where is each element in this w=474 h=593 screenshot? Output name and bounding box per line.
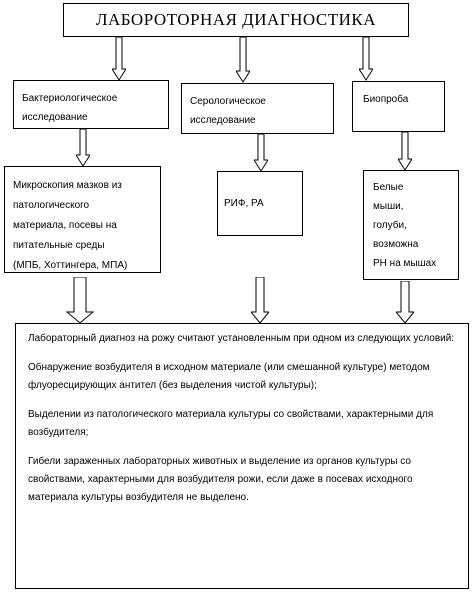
box-text-line: Биопроба xyxy=(363,94,409,105)
box-text-line: материала, посевы на xyxy=(13,220,117,231)
box-text-line: возможна xyxy=(373,239,419,250)
criteria-intro: Лабораторный диагноз на рожу считают уст… xyxy=(28,333,455,344)
criteria-item: Гибели зараженных лабораторных животных … xyxy=(28,456,413,503)
arrow-down-icon xyxy=(254,134,268,172)
arrow-down-icon xyxy=(112,37,126,81)
bacteriological-study-box: Бактериологическое исследование xyxy=(13,80,169,129)
box-text-line: исследование xyxy=(22,112,88,123)
lab-animals-box: Белые мыши, голуби, возможна РН на мышах xyxy=(363,170,459,280)
box-text-line: мыши, xyxy=(373,201,404,212)
microscopy-box: Микроскопия мазков из патологического ма… xyxy=(4,166,161,273)
criteria-item: Обнаружение возбудителя в исходном матер… xyxy=(28,362,430,391)
diagnosis-criteria-box: Лабораторный диагноз на рожу считают уст… xyxy=(15,323,469,589)
arrow-down-icon xyxy=(236,37,250,83)
box-text-line: питательные среды xyxy=(13,240,105,251)
serological-study-box: Серологическое исследование xyxy=(181,83,334,134)
criteria-item: Выделении из патологического материала к… xyxy=(28,409,434,438)
box-text-line: Микроскопия мазков из xyxy=(13,180,122,191)
box-text-line: исследование xyxy=(190,115,256,126)
box-text-line: РН на мышах xyxy=(373,258,437,269)
box-text-line: РИФ, РА xyxy=(224,198,264,209)
arrow-down-icon xyxy=(398,132,412,171)
box-text-line: Серологическое xyxy=(190,96,266,107)
rif-ra-box: РИФ, РА xyxy=(217,171,303,236)
arrow-down-icon xyxy=(396,281,414,324)
box-text-line: Бактериологическое xyxy=(22,93,118,104)
box-text-line: Белые xyxy=(373,182,404,193)
box-text-line: (МПБ, Хоттингера, МПА) xyxy=(13,260,128,271)
arrow-down-icon xyxy=(76,129,90,167)
box-text-line: голуби, xyxy=(373,220,407,231)
arrow-down-icon xyxy=(66,277,94,324)
bioassay-box: Биопроба xyxy=(352,81,445,132)
diagram-title: ЛАБОРОТОРНАЯ ДИАГНОСТИКА xyxy=(63,3,409,37)
arrow-down-icon xyxy=(359,37,373,81)
arrow-down-icon xyxy=(251,277,269,324)
box-text-line: патологического xyxy=(13,200,90,211)
